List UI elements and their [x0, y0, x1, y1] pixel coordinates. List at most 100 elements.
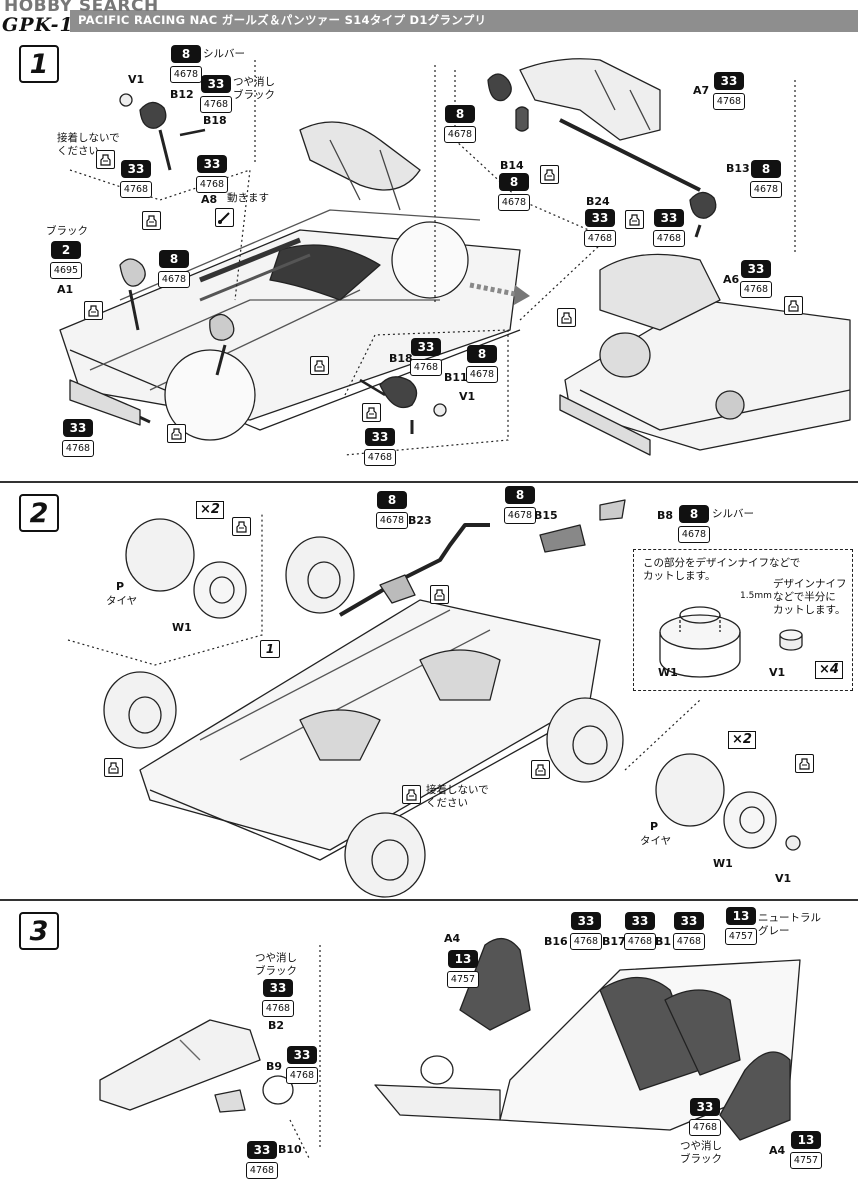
- paint-number: 4768: [200, 96, 232, 113]
- step-number-1: 1: [19, 45, 59, 83]
- paint-chip-8: 8 4678: [376, 491, 408, 529]
- part-label-b11: B11: [444, 371, 468, 384]
- paint-code: 33: [714, 72, 744, 90]
- paint-chip-33: 33 4768: [740, 260, 772, 298]
- paint-chip-33: 33 4768: [120, 160, 152, 198]
- paint-number: 4678: [678, 526, 710, 543]
- part-label-p: P: [116, 580, 125, 593]
- page-header: PACIFIC RACING NAC ガールズ＆パンツァー S14タイプ D1グ…: [0, 0, 858, 36]
- paint-code: 33: [585, 209, 615, 227]
- paint-number: 4757: [447, 971, 479, 988]
- paint-code: 33: [121, 160, 151, 178]
- paint-code: 13: [726, 907, 756, 925]
- paint-number: 4768: [673, 933, 705, 950]
- paint-code: 8: [505, 486, 535, 504]
- part-label-b9: B9: [266, 1060, 283, 1073]
- paint-code: 8: [445, 105, 475, 123]
- paint-number: 4678: [444, 126, 476, 143]
- note-matte-black: つや消しブラック: [255, 952, 297, 978]
- note-line: ください: [57, 145, 99, 157]
- note-silver: シルバー: [712, 508, 754, 520]
- note-no-glue: 接着しないでください: [426, 784, 489, 810]
- part-label-a8: A8: [201, 193, 218, 206]
- note-line: ニュートラル: [758, 912, 821, 924]
- step-number-3: 3: [19, 912, 59, 950]
- part-label-b18: B18: [203, 114, 227, 127]
- note-line: ブラック: [255, 965, 297, 977]
- paint-number: 4768: [713, 93, 745, 110]
- part-label-b2: B2: [268, 1019, 285, 1032]
- paint-code: 33: [571, 912, 601, 930]
- part-label-b17: B17: [602, 935, 626, 948]
- paint-number: 4678: [750, 181, 782, 198]
- paint-code: 33: [263, 979, 293, 997]
- quantity-badge: ×2: [196, 501, 224, 519]
- paint-number: 4768: [584, 230, 616, 247]
- paint-code: 8: [751, 160, 781, 178]
- part-label-b16: B16: [544, 935, 568, 948]
- paint-chip-2-black: 2 4695: [50, 241, 82, 279]
- note-moves: 動きます: [227, 192, 269, 204]
- paint-chip-33: 33 4768: [62, 419, 94, 457]
- paint-code: 33: [411, 338, 441, 356]
- note-line: この部分をデザインナイフなどで: [643, 557, 801, 569]
- paint-code: 2: [51, 241, 81, 259]
- paint-chip-8: 8 4678: [158, 250, 190, 288]
- note-cut: この部分をデザインナイフなどでカットします。: [643, 557, 800, 583]
- note-line: 接着しないで: [57, 132, 120, 144]
- paint-code: 33: [247, 1141, 277, 1159]
- glue-icon: [104, 758, 123, 777]
- paint-chip-33: 33 4768: [246, 1141, 278, 1179]
- paint-chip-33: 33 4768: [570, 912, 602, 950]
- paint-chip-8: 8 4678: [498, 173, 530, 211]
- paint-code: 33: [625, 912, 655, 930]
- paint-chip-33: 33 4768: [673, 912, 705, 950]
- paint-code: 13: [448, 950, 478, 968]
- note-matte-black: つや消しブラック: [233, 76, 275, 102]
- paint-code: 33: [654, 209, 684, 227]
- glue-icon: [232, 517, 251, 536]
- part-label-a4: A4: [444, 932, 461, 945]
- paint-number: 4678: [466, 366, 498, 383]
- paint-number: 4768: [62, 440, 94, 457]
- part-label-b13: B13: [726, 162, 750, 175]
- glue-icon: [402, 785, 421, 804]
- note-line: ブラック: [233, 89, 275, 101]
- note-no-glue: 接着しないでください: [57, 132, 120, 158]
- part-label-b18: B18: [389, 352, 413, 365]
- part-label-w1: W1: [172, 621, 192, 634]
- paint-chip-33: 33 4768: [713, 72, 745, 110]
- paint-number: 4768: [410, 359, 442, 376]
- paint-code: 8: [499, 173, 529, 191]
- part-label-a7: A7: [693, 84, 710, 97]
- note-line: 接着しないで: [426, 784, 489, 796]
- paint-chip-33: 33 4768: [653, 209, 685, 247]
- paint-code: 8: [679, 505, 709, 523]
- paint-chip-13: 13 4757: [790, 1131, 822, 1169]
- note-line: ブラック: [680, 1153, 722, 1165]
- quantity-badge: ×4: [815, 661, 843, 679]
- paint-number: 4678: [504, 507, 536, 524]
- note-line: デザインナイフ: [773, 578, 847, 590]
- part-label-p: P: [650, 820, 659, 833]
- part-label-b14: B14: [500, 159, 524, 172]
- paint-code: 33: [287, 1046, 317, 1064]
- step-ref-1: 1: [260, 640, 280, 658]
- glue-icon: [362, 403, 381, 422]
- part-label-v1: V1: [775, 872, 792, 885]
- part-label-v1: V1: [769, 666, 786, 679]
- paint-number: 4768: [570, 933, 602, 950]
- paint-code: 33: [741, 260, 771, 278]
- paint-code: 8: [159, 250, 189, 268]
- note-black: ブラック: [46, 225, 88, 237]
- glue-icon: [430, 585, 449, 604]
- note-line: つや消し: [233, 76, 275, 88]
- glue-icon: [310, 356, 329, 375]
- section-divider: [0, 481, 858, 483]
- part-label-a6: A6: [723, 273, 740, 286]
- note-line: つや消し: [680, 1140, 722, 1152]
- paint-chip-13: 13 4757: [725, 907, 757, 945]
- section-divider: [0, 899, 858, 901]
- glue-icon: [540, 165, 559, 184]
